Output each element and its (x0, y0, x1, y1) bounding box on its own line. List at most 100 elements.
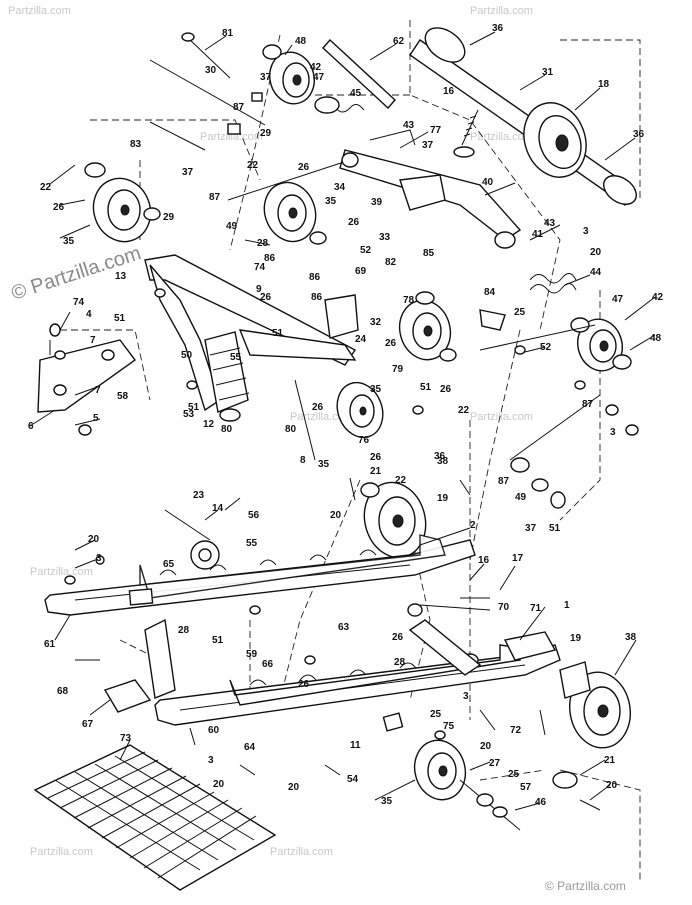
callout-label: 43 (403, 120, 415, 131)
callout-label: 34 (334, 182, 346, 193)
callout-label: 22 (458, 405, 470, 416)
rear-end-wheel (559, 661, 631, 749)
callout-label: 42 (310, 62, 322, 73)
callout-label: 24 (355, 334, 367, 345)
callout-label: 20 (288, 782, 300, 793)
callout-label: 51 (272, 328, 284, 339)
callout-label: 53 (183, 409, 195, 420)
callout-label: 3 (583, 226, 589, 237)
callout-label: 20 (590, 247, 602, 258)
callout-label: 25 (430, 709, 442, 720)
callout-label: 16 (478, 555, 490, 566)
callout-label: 16 (443, 86, 455, 97)
callout-label: 20 (213, 779, 225, 790)
stop-block (75, 659, 152, 713)
callout-label: 86 (311, 292, 323, 303)
callout-label: 64 (244, 742, 256, 753)
callout-label: 3 (610, 427, 616, 438)
callout-label: 30 (205, 65, 217, 76)
callout-label: 44 (590, 267, 602, 278)
callout-label: 55 (246, 538, 258, 549)
center-idler-lower (294, 379, 384, 461)
callout-label: 8 (300, 455, 306, 466)
callout-label: 25 (508, 769, 520, 780)
callout-label: 77 (430, 125, 442, 136)
watermark-text: Partzilla.com (200, 131, 263, 143)
upper-torque-arm (339, 129, 522, 249)
callout-label: 26 (392, 632, 404, 643)
callout-label: 47 (313, 72, 325, 83)
callout-label: 17 (512, 553, 524, 564)
callout-label: 20 (480, 741, 492, 752)
callout-label: 70 (498, 602, 510, 613)
callout-label: 37 (182, 167, 194, 178)
callout-label: 69 (355, 266, 367, 277)
callout-label: 40 (482, 177, 494, 188)
callout-label: 87 (582, 399, 594, 410)
callout-label: 33 (379, 232, 391, 243)
callout-label: 20 (606, 780, 618, 791)
center-idler-upper (227, 159, 351, 245)
callout-label: 19 (437, 493, 449, 504)
callout-label: 37 (422, 140, 434, 151)
watermark-text: Partzilla.com (470, 5, 533, 17)
callout-label: 48 (650, 333, 662, 344)
callout-label: 76 (358, 435, 370, 446)
track-pad (33, 744, 277, 891)
callout-label: 27 (489, 758, 501, 769)
callout-label: 59 (246, 649, 258, 660)
callout-label: 22 (40, 182, 52, 193)
callout-label: 35 (63, 236, 75, 247)
callout-label: 80 (285, 424, 297, 435)
callout-label: 26 (348, 217, 360, 228)
watermark-text: Partzilla.com (270, 846, 333, 858)
left-idler (84, 121, 206, 243)
callout-label: 23 (193, 490, 205, 501)
callout-label: 13 (115, 271, 127, 282)
callout-label: 18 (598, 79, 610, 90)
rear-axle-assembly (409, 27, 637, 206)
callout-label: 26 (53, 202, 65, 213)
callout-label: 26 (312, 402, 324, 413)
callout-label: 31 (542, 67, 554, 78)
callout-label: 3 (96, 553, 102, 564)
leader-lines (29, 31, 656, 811)
left-bracket (37, 323, 136, 436)
callout-label: 25 (514, 307, 526, 318)
callout-label: 1 (564, 600, 570, 611)
callout-label: 5 (93, 413, 99, 424)
callout-label: 81 (222, 28, 234, 39)
callout-label: 66 (262, 659, 274, 670)
callout-label: 38 (625, 632, 637, 643)
callout-label: 14 (212, 503, 224, 514)
callout-label: 7 (95, 385, 101, 396)
callout-label: 38 (437, 456, 449, 467)
callout-label: 75 (443, 721, 455, 732)
right-spring-and-idler (479, 273, 632, 372)
callout-label: 35 (325, 196, 337, 207)
fasteners (54, 288, 586, 776)
callout-label: 87 (498, 476, 510, 487)
callout-label: 26 (298, 679, 310, 690)
callout-label: 26 (260, 292, 272, 303)
callout-label: 22 (247, 160, 259, 171)
callout-label: 48 (295, 36, 307, 47)
callout-label: 35 (318, 459, 330, 470)
callout-label: 61 (44, 639, 56, 650)
callout-label: 36 (492, 23, 504, 34)
callout-label: 28 (257, 238, 269, 249)
callout-label: 20 (330, 510, 342, 521)
callout-label: 4 (86, 309, 92, 320)
callout-label: 22 (395, 475, 407, 486)
callout-label: 43 (544, 218, 556, 229)
watermark-text: Partzilla.com (30, 566, 93, 578)
callout-label: 79 (392, 364, 404, 375)
callout-label: 83 (130, 139, 142, 150)
watermark-text: Partzilla.com (470, 131, 533, 143)
callout-label: 28 (178, 625, 190, 636)
callout-label: 37 (525, 523, 537, 534)
callout-label: 3 (463, 691, 469, 702)
callout-label: 51 (549, 523, 561, 534)
callout-label: 51 (420, 382, 432, 393)
